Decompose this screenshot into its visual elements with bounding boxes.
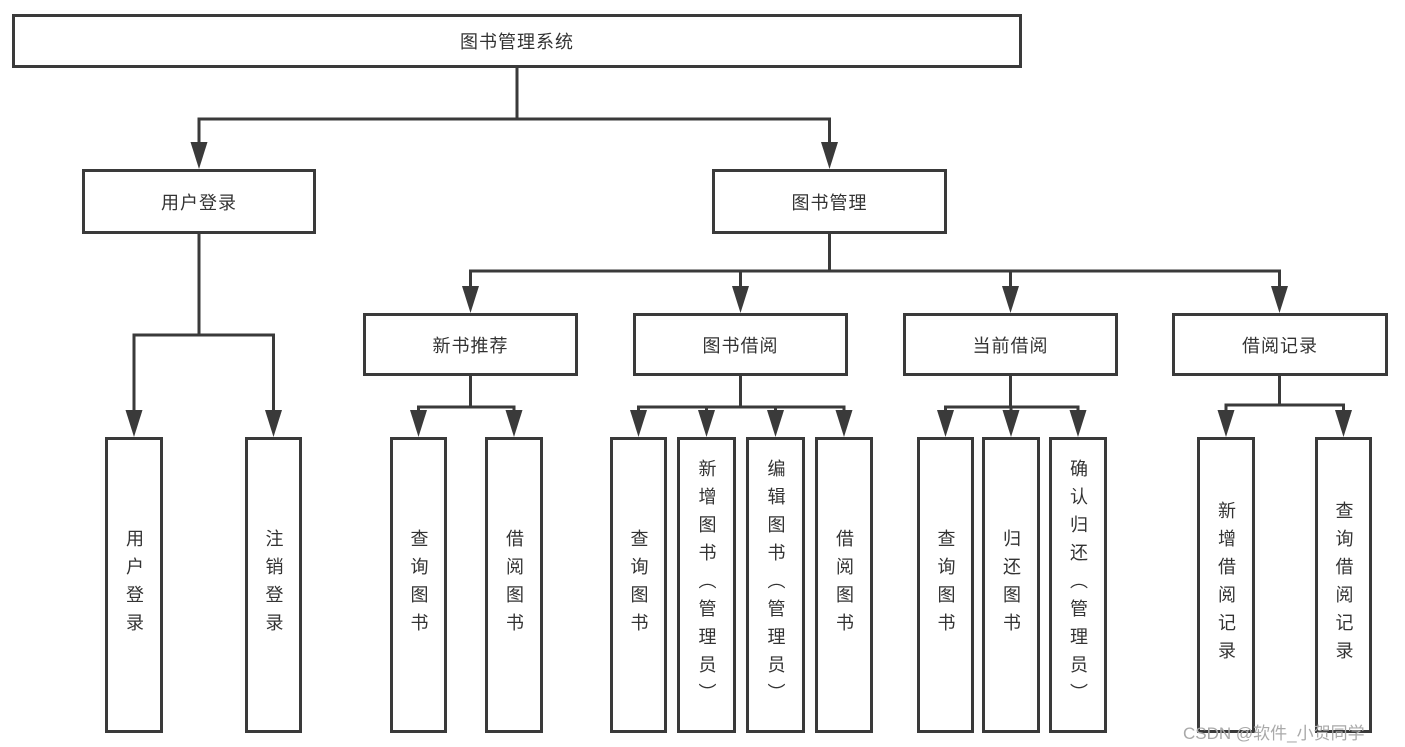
leaf-borrow-add-label: 新增图书（管理员） bbox=[696, 459, 717, 711]
node-current-borrow-label: 当前借阅 bbox=[972, 335, 1049, 356]
node-book-management: 图书管理 bbox=[712, 169, 947, 234]
leaf-current-query: 查询图书 bbox=[917, 437, 974, 733]
leaf-user-login-label: 用户登录 bbox=[124, 529, 144, 641]
leaf-logout: 注销登录 bbox=[245, 437, 302, 733]
leaf-current-query-label: 查询图书 bbox=[935, 529, 956, 641]
node-new-book-recommend: 新书推荐 bbox=[363, 313, 578, 376]
leaf-newbooks-query-label: 查询图书 bbox=[408, 529, 429, 641]
leaf-borrow-edit: 编辑图书（管理员） bbox=[746, 437, 805, 733]
leaf-logout-label: 注销登录 bbox=[263, 529, 284, 641]
leaf-borrow-query: 查询图书 bbox=[610, 437, 667, 733]
leaf-records-add-label: 新增借阅记录 bbox=[1216, 501, 1236, 669]
leaf-current-confirm: 确认归还（管理员） bbox=[1049, 437, 1107, 733]
node-current-borrow: 当前借阅 bbox=[903, 313, 1118, 376]
leaf-records-query: 查询借阅记录 bbox=[1315, 437, 1372, 733]
leaf-user-login: 用户登录 bbox=[105, 437, 163, 733]
node-book-management-label: 图书管理 bbox=[791, 192, 868, 213]
leaf-newbooks-query: 查询图书 bbox=[390, 437, 447, 733]
leaf-newbooks-borrow: 借阅图书 bbox=[485, 437, 543, 733]
leaf-newbooks-borrow-label: 借阅图书 bbox=[504, 529, 524, 641]
csdn-watermark: CSDN @软件_小贺同学 bbox=[1183, 724, 1365, 743]
leaf-borrow-edit-label: 编辑图书（管理员） bbox=[765, 459, 786, 711]
node-user-login: 用户登录 bbox=[82, 169, 316, 234]
leaf-current-return-label: 归还图书 bbox=[1001, 529, 1021, 641]
leaf-borrow-query-label: 查询图书 bbox=[628, 529, 649, 641]
leaf-current-confirm-label: 确认归还（管理员） bbox=[1068, 459, 1088, 711]
node-book-borrow-label: 图书借阅 bbox=[702, 335, 779, 356]
leaf-records-add: 新增借阅记录 bbox=[1197, 437, 1255, 733]
node-borrow-records-label: 借阅记录 bbox=[1242, 335, 1318, 356]
leaf-borrow-add: 新增图书（管理员） bbox=[677, 437, 736, 733]
leaf-records-query-label: 查询借阅记录 bbox=[1333, 501, 1354, 669]
node-root: 图书管理系统 bbox=[12, 14, 1022, 68]
leaf-borrow-borrow-label: 借阅图书 bbox=[834, 529, 854, 641]
node-borrow-records: 借阅记录 bbox=[1172, 313, 1388, 376]
node-book-borrow: 图书借阅 bbox=[633, 313, 848, 376]
leaf-current-return: 归还图书 bbox=[982, 437, 1040, 733]
node-root-label: 图书管理系统 bbox=[460, 32, 574, 52]
node-user-login-label: 用户登录 bbox=[161, 192, 237, 213]
node-new-book-recommend-label: 新书推荐 bbox=[432, 335, 509, 356]
leaf-borrow-borrow: 借阅图书 bbox=[815, 437, 873, 733]
